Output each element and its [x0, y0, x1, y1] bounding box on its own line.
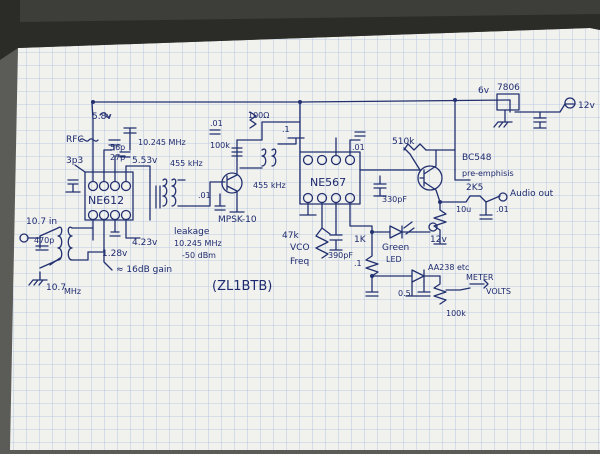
label-01-a: .01: [210, 119, 223, 128]
label-12v-mid: 12v: [430, 235, 447, 245]
label-390pf: 390pF: [328, 251, 353, 260]
label-7806: 7806: [497, 83, 520, 93]
label-leakage-dbm: -50 dBm: [182, 251, 216, 260]
schematic-labels: 6v 7806 12v 5.8v RFC 3p3 56p 27p 10.245 …: [26, 83, 595, 318]
junction-dots: [91, 98, 457, 278]
label-callsign: (ZL1BTB): [212, 279, 272, 294]
label-10-7-in: 10.7 in: [26, 217, 57, 227]
label-510k: 510k: [392, 137, 415, 147]
label-6v: 6v: [478, 86, 490, 96]
label-100k-2: 100k: [446, 309, 466, 318]
label-01-b: .1: [282, 125, 290, 134]
label-led: LED: [386, 255, 402, 264]
label-56p: 56p: [110, 143, 125, 152]
label-leakage-freq: 10.245 MHz: [174, 239, 222, 248]
label-aa238: AA238 etc: [428, 263, 469, 272]
label-mhz: MHz: [64, 287, 81, 296]
label-455khz-b: 455 kHz: [253, 181, 286, 190]
label-27p: 27p: [110, 153, 125, 162]
label-01-c: .01: [198, 191, 211, 200]
label-5-8v: 5.8v: [92, 112, 112, 122]
label-mpsk10: MPSK-10: [218, 215, 257, 225]
label-ne567: NE567: [310, 176, 346, 189]
label-47k: 47k: [282, 231, 299, 241]
label-330pf: 330pF: [382, 195, 407, 204]
label-16db-gain: ≈ 16dB gain: [116, 265, 172, 275]
label-470p: 470p: [34, 236, 54, 245]
label-ceramic: 10.245 MHz: [138, 138, 186, 147]
label-455khz-a: 455 kHz: [170, 159, 203, 168]
label-12v-top: 12v: [578, 101, 595, 111]
label-vco: VCO: [290, 243, 310, 253]
label-rfc: RFC: [66, 135, 84, 145]
label-10u: 10u: [456, 205, 471, 214]
label-0-5: 0.5: [398, 289, 411, 298]
label-3p3: 3p3: [66, 156, 83, 166]
label-leakage: leakage: [174, 227, 210, 237]
schematic-wiring: [19, 93, 576, 305]
label-bc548: BC548: [462, 153, 492, 163]
label-100ohm: 100Ω: [248, 111, 269, 120]
label-green: Green: [382, 243, 409, 253]
label-volts: VOLTS: [486, 287, 511, 296]
label-pre-emphasis: pre-emphisis: [462, 169, 514, 178]
label-meter: METER: [466, 273, 494, 282]
label-1k: 1K: [354, 235, 367, 245]
label-5-53v: 5.53v: [132, 156, 158, 166]
label-4-23v: 4.23v: [132, 238, 158, 248]
grid-paper: [10, 28, 600, 450]
label-freq: Freq: [290, 257, 309, 267]
label-2k5: 2K5: [466, 183, 483, 193]
label-01-d: .01: [352, 143, 365, 152]
label-100k: 100k: [210, 141, 230, 150]
label-1-28v: 1.28v: [102, 249, 128, 259]
label-01-e: .01: [496, 205, 509, 214]
label-audio-out: Audio out: [510, 189, 554, 199]
label-01-f: .1: [354, 259, 362, 268]
label-10-7: 10.7: [46, 283, 66, 293]
label-ne612: NE612: [88, 194, 124, 207]
